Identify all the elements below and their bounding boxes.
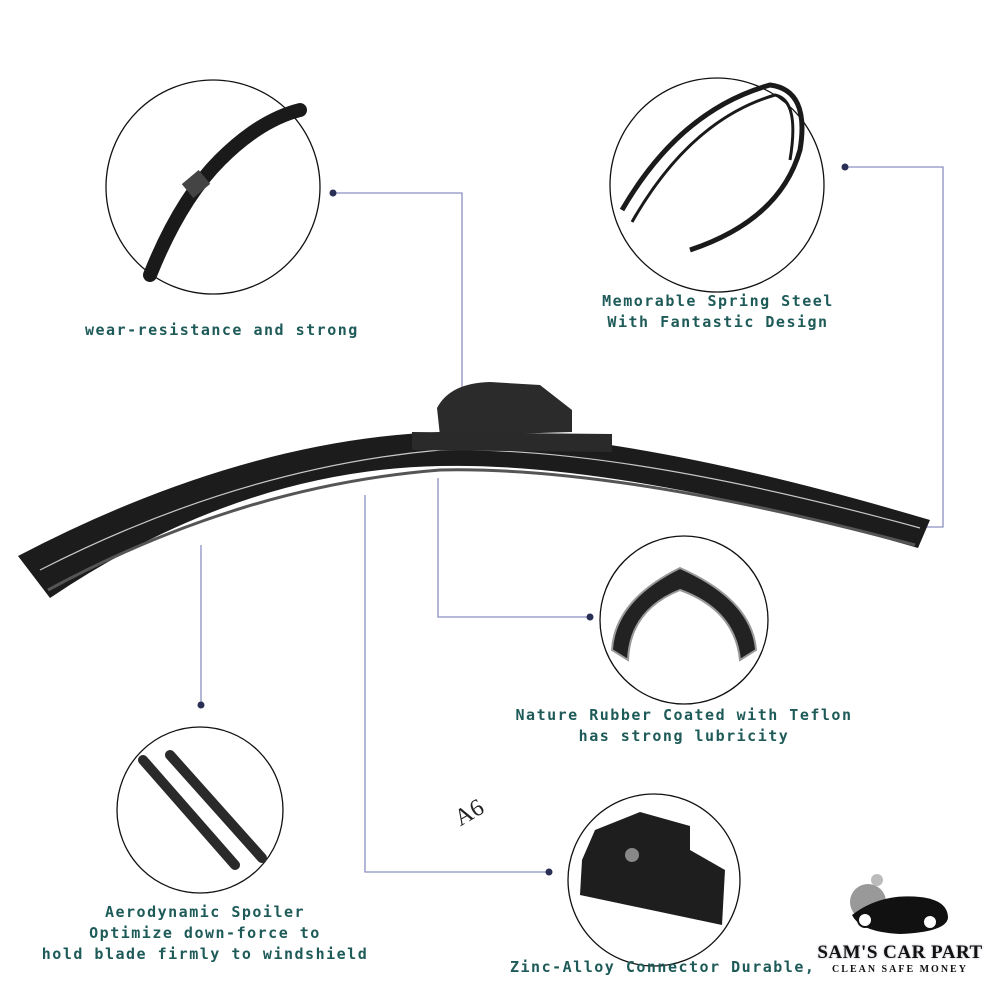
wiper-blade: [18, 382, 930, 598]
detail-circle-connector: [567, 793, 741, 967]
label-wear-resistance: wear-resistance and strong: [85, 321, 359, 339]
detail-circle-spoiler: [116, 726, 284, 894]
detail-circle-connector-arm: [105, 79, 321, 295]
logo-tagline: CLEAN SAFE MONEY: [832, 964, 968, 975]
label-spring-steel: Memorable Spring Steel With Fantastic De…: [602, 291, 834, 333]
label-line: Aerodynamic Spoiler: [104, 903, 306, 921]
label-line: hold blade firmly to windshield: [41, 945, 369, 963]
label-line: Memorable Spring Steel: [602, 292, 834, 310]
logo-name: SAM'S CAR PART: [817, 942, 983, 963]
label-line: has strong lubricity: [578, 727, 790, 745]
label-connector: Zinc-Alloy Connector Durable,: [510, 958, 816, 976]
label-line: Nature Rubber Coated with Teflon: [515, 706, 853, 724]
label-rubber: Nature Rubber Coated with Teflon has str…: [516, 705, 853, 747]
label-line: Optimize down-force to: [89, 924, 321, 942]
detail-circle-rubber: [599, 535, 769, 705]
brand-logo: SAM'S CAR PART CLEAN SAFE MONEY: [800, 868, 1000, 975]
leader-lines: [200, 166, 944, 873]
detail-circle-spring-steel: [609, 77, 825, 293]
label-spoiler: Aerodynamic Spoiler Optimize down-force …: [42, 902, 368, 965]
label-line: With Fantastic Design: [607, 313, 829, 331]
leader-dots: [197, 163, 849, 876]
logo-car-icon: [850, 874, 948, 934]
blade-adapter: [437, 382, 572, 436]
